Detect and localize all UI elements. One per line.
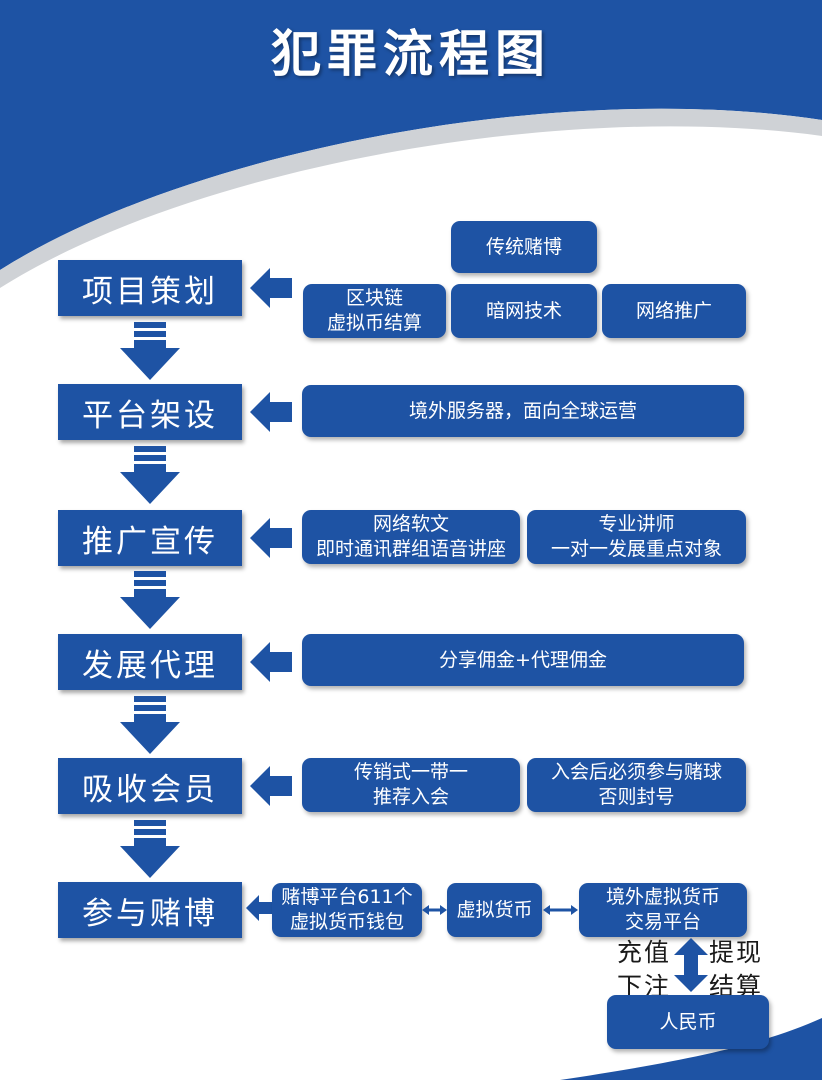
box-text-line1: 入会后必须参与赌球: [550, 761, 722, 783]
box-text: 网络推广: [635, 299, 712, 322]
box-text-line1: 境外虚拟货币: [605, 886, 720, 908]
down-arrow-icon: [120, 322, 180, 380]
box-text-line1: 区块链: [345, 287, 403, 309]
box-darknet: 暗网技术: [451, 284, 597, 338]
box-blockchain: 区块链 虚拟币结算: [303, 284, 446, 338]
left-arrow-icon: [250, 642, 292, 682]
box-text: 虚拟货币: [456, 898, 533, 921]
box-wallets: 赌博平台611个 虚拟货币钱包: [272, 883, 422, 937]
box-text-line1: 专业讲师: [598, 513, 675, 535]
left-arrow-icon: [250, 518, 292, 558]
box-text-line1: 传销式一带一: [353, 761, 468, 783]
box-text: 传统赌博: [485, 235, 562, 258]
box-commission: 分享佣金+代理佣金: [302, 634, 744, 686]
left-arrow-icon: [250, 268, 292, 308]
box-text-line2: 推荐入会: [372, 786, 449, 808]
step-develop-agents: 发展代理: [58, 634, 242, 690]
box-text-line1: 赌博平台611个: [281, 886, 413, 908]
box-soft-article: 网络软文 即时通讯群组语音讲座: [302, 510, 520, 564]
box-rmb: 人民币: [607, 995, 769, 1049]
box-text: 人民币: [659, 1010, 717, 1033]
double-arrow-icon: [543, 905, 578, 915]
down-arrow-icon: [120, 696, 180, 754]
box-text: 暗网技术: [485, 299, 562, 322]
label-withdraw: 提现: [709, 938, 764, 967]
box-lecturer: 专业讲师 一对一发展重点对象: [527, 510, 746, 564]
box-text: 分享佣金+代理佣金: [439, 648, 607, 671]
step-project-planning: 项目策划: [58, 260, 242, 316]
left-arrow-icon: [250, 392, 292, 432]
box-text-line2: 一对一发展重点对象: [550, 538, 722, 560]
box-virtual-currency: 虚拟货币: [447, 883, 542, 937]
box-text-line2: 即时通讯群组语音讲座: [315, 538, 506, 560]
vertical-double-arrow-icon: [674, 938, 708, 992]
box-overseas-server: 境外服务器，面向全球运营: [302, 385, 744, 437]
box-network-promotion: 网络推广: [602, 284, 746, 338]
page-title: 犯罪流程图: [271, 25, 551, 83]
left-arrow-icon: [246, 895, 272, 921]
box-traditional-gambling: 传统赌博: [451, 221, 597, 273]
box-text-line2: 虚拟货币钱包: [289, 911, 404, 933]
box-must-bet: 入会后必须参与赌球 否则封号: [527, 758, 746, 812]
step-promotion: 推广宣传: [58, 510, 242, 566]
double-arrow-icon: [422, 905, 447, 915]
step-gambling: 参与赌博: [58, 882, 242, 938]
left-arrow-icon: [250, 766, 292, 806]
step-platform-setup: 平台架设: [58, 384, 242, 440]
box-text-line2: 交易平台: [624, 911, 701, 933]
down-arrow-icon: [120, 571, 180, 629]
box-text-line2: 否则封号: [598, 786, 675, 808]
box-pyramid: 传销式一带一 推荐入会: [302, 758, 520, 812]
step-recruit-members: 吸收会员: [58, 758, 242, 814]
down-arrow-icon: [120, 446, 180, 504]
box-exchange: 境外虚拟货币 交易平台: [579, 883, 747, 937]
down-arrow-icon: [120, 820, 180, 878]
label-recharge: 充值: [617, 938, 672, 967]
box-text-line1: 网络软文: [372, 513, 449, 535]
box-text: 境外服务器，面向全球运营: [408, 399, 637, 422]
box-text-line2: 虚拟币结算: [326, 312, 422, 334]
